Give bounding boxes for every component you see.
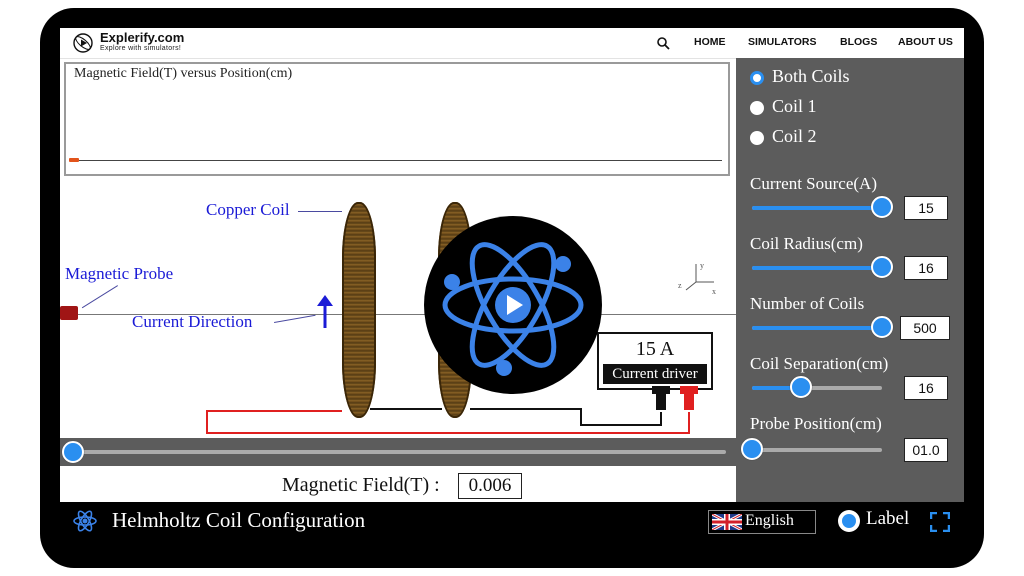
brand-tagline: Explore with simulators!: [100, 45, 182, 52]
black-terminal-icon: [652, 386, 670, 410]
coil-separation-label: Coil Separation(cm): [750, 354, 889, 373]
nav-link-simulators[interactable]: SIMULATORS: [748, 36, 817, 48]
magnetic-probe-label: Magnetic Probe: [65, 264, 174, 283]
footer-bar: Helmholtz Coil Configuration English Lab…: [60, 502, 964, 540]
coil-radius-slider[interactable]: [752, 256, 893, 278]
red-terminal-icon: [680, 386, 698, 410]
current-direction-arrow-icon: [317, 295, 333, 328]
driver-amps-readout: 15 A: [635, 338, 675, 360]
current-source-label: Current Source(A): [750, 174, 877, 193]
number-of-coils-slider[interactable]: [752, 316, 893, 338]
play-video-button[interactable]: [424, 216, 602, 394]
coil-axis-line: [60, 314, 736, 315]
field-graph-panel: Magnetic Field(T) versus Position(cm): [64, 62, 730, 176]
coil-radius-value[interactable]: 16: [904, 256, 948, 280]
nav-link-about-us[interactable]: ABOUT US: [898, 36, 953, 48]
probe-position-label: Probe Position(cm): [750, 414, 882, 433]
label-toggle-indicator: [842, 514, 856, 528]
atom-play-icon: [442, 242, 584, 376]
uk-flag-icon: [712, 514, 742, 530]
probe-position-thumb[interactable]: [62, 441, 84, 463]
simulation-canvas: Copper Coil Magnetic Probe Current Direc…: [60, 178, 736, 438]
red-wire-coil1: [206, 410, 342, 412]
slider-fill: [752, 206, 882, 210]
black-wire-bottom: [580, 424, 662, 426]
magnetic-field-value: 0.006: [458, 473, 522, 499]
radio-selected-icon[interactable]: [750, 71, 764, 85]
number-of-coils-value[interactable]: 500: [900, 316, 950, 340]
black-wire-terminal: [660, 412, 662, 426]
probe-position-slider[interactable]: [741, 438, 882, 460]
radio-unselected-icon[interactable]: [750, 101, 764, 115]
graph-x-axis: [70, 160, 722, 161]
black-wire-link: [370, 408, 442, 410]
probe-position-rail[interactable]: [72, 450, 726, 454]
black-wire-to-driver: [470, 408, 582, 410]
copper-coil-label: Copper Coil: [206, 200, 290, 219]
simulator-screen: Explerify.com Explore with simulators! H…: [60, 28, 964, 540]
language-selector[interactable]: English: [708, 510, 816, 534]
explerify-logo-icon: [73, 33, 93, 53]
slider-thumb[interactable]: [871, 316, 893, 338]
search-icon[interactable]: [656, 36, 670, 50]
top-navbar: Explerify.com Explore with simulators! H…: [60, 28, 964, 59]
copper-coil-1: [342, 202, 376, 418]
xyz-axes-icon: y x z: [678, 261, 716, 296]
black-wire-down: [580, 408, 582, 426]
current-source-value[interactable]: 15: [904, 196, 948, 220]
magnetic-probe[interactable]: [60, 306, 78, 320]
magnetic-field-label: Magnetic Field(T) :: [282, 474, 440, 496]
magnetic-probe-leader: [81, 285, 118, 309]
coil-radius-label: Coil Radius(cm): [750, 234, 863, 253]
graph-plot-marker: [69, 158, 79, 162]
number-of-coils-label: Number of Coils: [750, 294, 865, 313]
current-direction-label: Current Direction: [132, 312, 253, 331]
radio-label: Coil 1: [772, 96, 817, 116]
axis-label-y: y: [700, 261, 704, 270]
label-toggle[interactable]: [838, 510, 860, 532]
label-toggle-text: Label: [866, 508, 910, 529]
probe-position-value[interactable]: 01.0: [904, 438, 948, 462]
current-direction-leader: [274, 314, 316, 323]
copper-coil-leader: [298, 211, 342, 212]
current-source-slider[interactable]: [752, 196, 893, 218]
axis-label-z: z: [678, 281, 682, 290]
slider-fill: [752, 326, 882, 330]
radio-label: Coil 2: [772, 126, 817, 146]
slider-thumb[interactable]: [741, 438, 763, 460]
slider-fill: [752, 386, 802, 390]
red-wire-right: [688, 412, 690, 434]
simulation-title: Helmholtz Coil Configuration: [112, 508, 366, 532]
nav-link-blogs[interactable]: BLOGS: [840, 36, 878, 48]
atom-icon: [73, 510, 97, 532]
probe-position-track: [60, 438, 736, 466]
fullscreen-icon[interactable]: [930, 512, 950, 532]
coil-separation-slider[interactable]: [752, 376, 882, 398]
radio-label: Both Coils: [772, 66, 850, 86]
slider-fill: [752, 266, 882, 270]
language-label: English: [745, 512, 794, 529]
slider-thumb[interactable]: [871, 256, 893, 278]
graph-title: Magnetic Field(T) versus Position(cm): [74, 66, 293, 81]
axis-label-x: x: [712, 287, 716, 296]
red-wire-left: [206, 410, 208, 434]
slider-thumb[interactable]: [790, 376, 813, 398]
driver-label: Current driver: [603, 364, 707, 384]
coil-separation-value[interactable]: 16: [904, 376, 948, 400]
current-driver: 15 A Current driver: [597, 332, 713, 390]
radio-unselected-icon[interactable]: [750, 131, 764, 145]
control-panel: Both Coils Coil 1 Coil 2 Current Source(…: [736, 58, 964, 502]
slider-thumb[interactable]: [871, 196, 893, 218]
brand-name[interactable]: Explerify.com: [100, 30, 185, 45]
red-wire-bottom: [206, 432, 690, 434]
nav-link-home[interactable]: HOME: [694, 36, 726, 48]
